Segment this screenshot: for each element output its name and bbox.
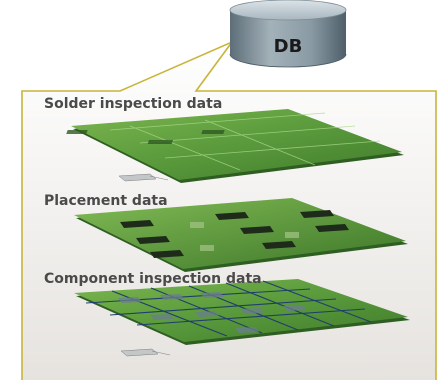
layer-label-placement: Placement data	[44, 193, 168, 209]
database-label: DB	[273, 36, 303, 57]
database-cylinder	[229, 0, 347, 68]
pcb-board-placement	[74, 198, 408, 272]
layer-label-component-inspection: Component inspection data	[44, 271, 262, 287]
layer-label-solder-inspection: Solder inspection data	[44, 96, 223, 112]
pcb-board-component	[74, 279, 410, 357]
pcb-board-solder	[66, 109, 404, 183]
